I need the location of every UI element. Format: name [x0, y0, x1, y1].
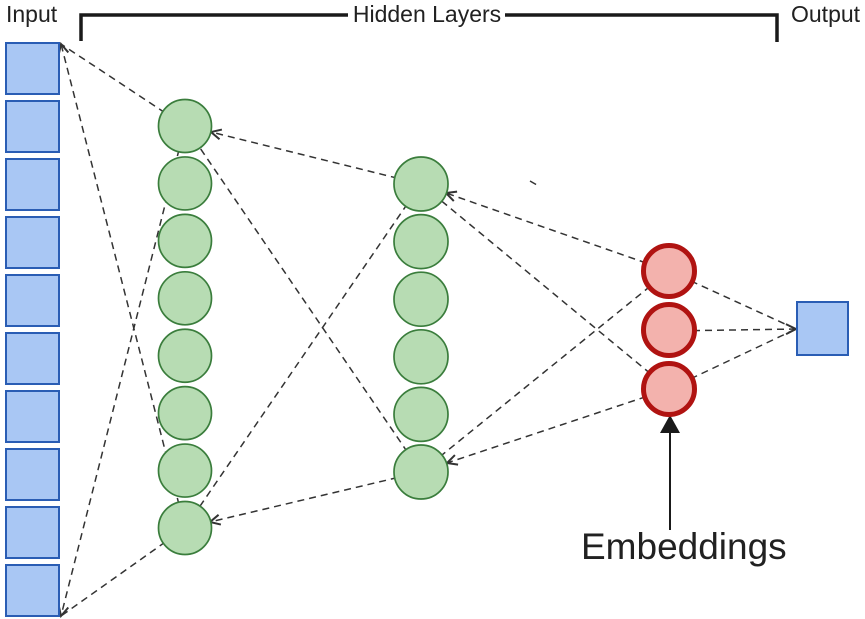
hidden1-node-5 — [157, 328, 213, 384]
hidden1-node-4 — [157, 270, 213, 326]
embeddings-arrowhead — [660, 415, 680, 433]
hidden1-node-7 — [157, 443, 213, 498]
hidden-layers-label: Hidden Layers — [352, 1, 502, 27]
embedding-node-1 — [641, 243, 697, 299]
input-node-10 — [5, 564, 60, 617]
hidden1-node-2 — [157, 156, 213, 211]
output-label: Output — [791, 1, 861, 27]
embeddings-label: Embeddings — [581, 526, 787, 567]
input-node-2 — [5, 100, 60, 153]
connection-line — [668, 323, 799, 336]
input-node-6 — [5, 332, 60, 385]
hidden2-node-5 — [393, 386, 449, 443]
input-node-3 — [5, 158, 60, 211]
hidden2-node-2 — [393, 213, 449, 270]
hidden2-node-6 — [393, 444, 449, 500]
hidden1-node-3 — [157, 213, 213, 269]
connection-line — [207, 471, 422, 526]
input-node-5 — [5, 274, 60, 327]
connection-line — [184, 183, 422, 529]
connection-line — [184, 125, 422, 473]
connection-line — [208, 128, 422, 185]
input-node-8 — [5, 448, 60, 501]
connection-line — [443, 190, 670, 272]
network-nodes — [5, 42, 849, 617]
embedding-node-3 — [641, 361, 697, 417]
connection-line — [444, 388, 670, 466]
hidden2-node-4 — [393, 328, 449, 385]
connection-line — [420, 270, 670, 473]
hidden1-node-1 — [157, 98, 213, 154]
connection-line — [529, 180, 538, 186]
annotation-shapes — [79, 13, 779, 530]
connection-line — [420, 183, 670, 390]
hidden-layers-bracket — [79, 13, 779, 42]
hidden2-node-3 — [393, 271, 449, 328]
hidden1-node-6 — [157, 385, 213, 441]
input-node-1 — [5, 42, 60, 95]
input-node-9 — [5, 506, 60, 559]
connection-line — [57, 125, 186, 619]
embedding-node-2 — [641, 302, 697, 358]
input-node-4 — [5, 216, 60, 269]
hidden2-node-1 — [393, 156, 449, 212]
output-node-1 — [796, 301, 849, 356]
hidden1-node-8 — [157, 500, 213, 556]
input-label: Input — [6, 1, 58, 27]
input-node-7 — [5, 390, 60, 443]
